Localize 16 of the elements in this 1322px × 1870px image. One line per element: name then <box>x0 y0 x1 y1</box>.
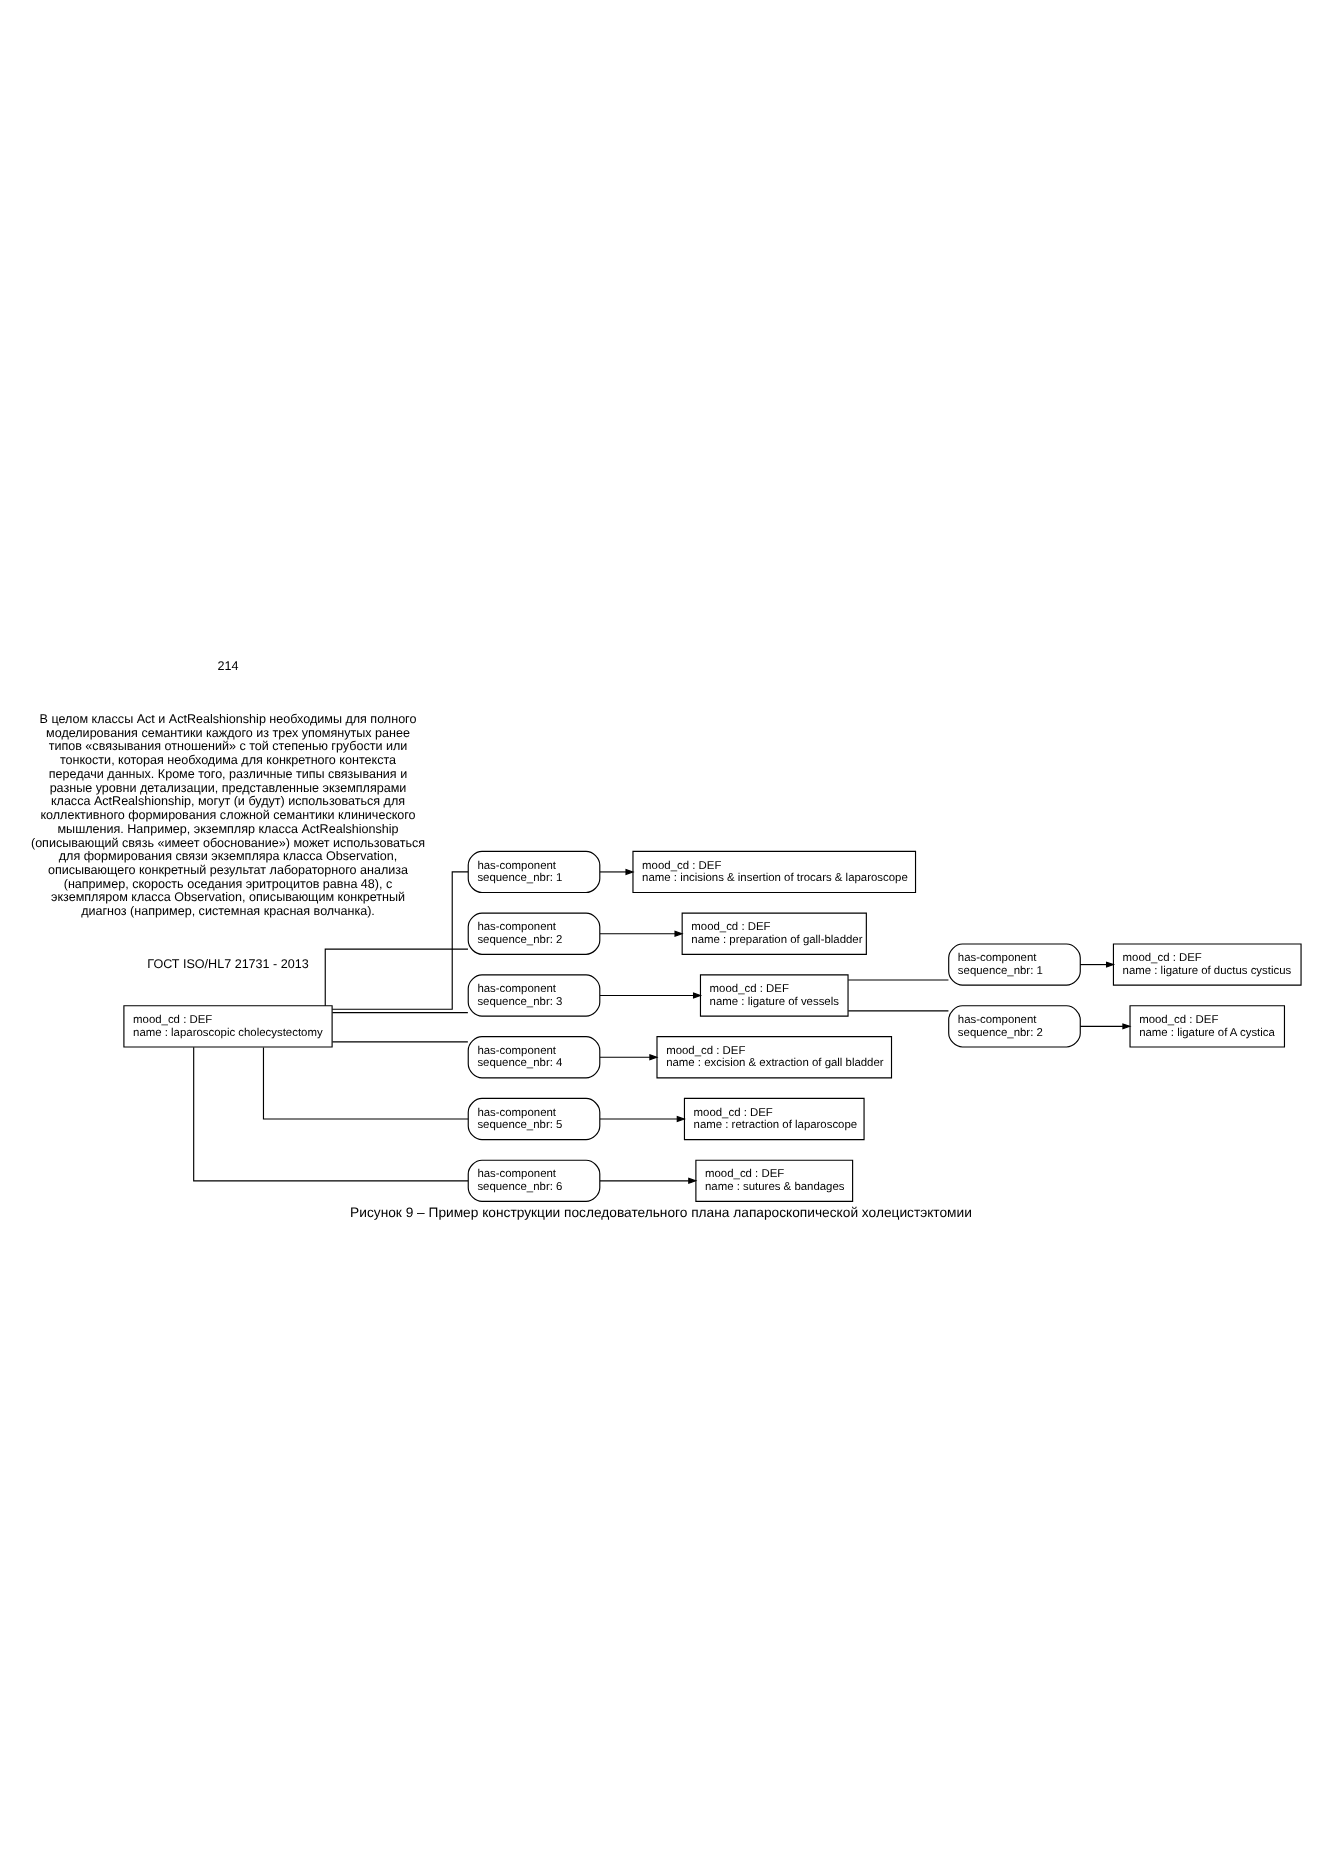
connector <box>331 1011 469 1013</box>
connector <box>331 870 469 1009</box>
arrow <box>1079 960 1116 967</box>
arrow <box>599 1114 686 1122</box>
arrow <box>599 1053 659 1060</box>
arrow <box>1079 1022 1132 1029</box>
connector <box>193 1045 469 1181</box>
arrow <box>599 929 684 936</box>
arrow <box>599 991 703 998</box>
connector <box>331 1040 469 1042</box>
connector <box>847 978 949 980</box>
connector <box>324 947 469 1006</box>
arrow <box>599 867 635 875</box>
arrow <box>599 1176 698 1183</box>
connector <box>262 1045 469 1119</box>
connector <box>847 1009 949 1011</box>
